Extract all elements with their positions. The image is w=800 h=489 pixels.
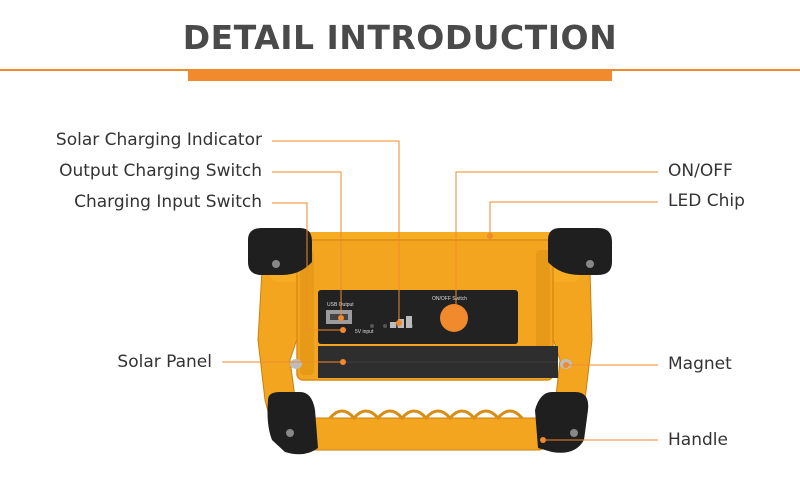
label-led-chip: LED Chip: [668, 191, 745, 211]
label-solar-charging-indicator: Solar Charging Indicator: [55, 130, 262, 150]
label-charging-input-switch: Charging Input Switch: [74, 192, 262, 212]
top-bumpers: [248, 228, 612, 275]
label-handle: Handle: [668, 430, 728, 450]
callout-lines: [222, 140, 658, 441]
switch-label: ON/OFF Switch: [432, 296, 467, 302]
label-output-charging-switch: Output Charging Switch: [59, 161, 262, 181]
input-label: 5V input: [355, 329, 374, 335]
label-on-off: ON/OFF: [668, 161, 733, 181]
label-solar-panel: Solar Panel: [117, 352, 212, 372]
page-title: DETAIL INTRODUCTION: [182, 18, 618, 57]
bottom-bumpers: [267, 392, 589, 455]
callout-dots: [338, 233, 569, 443]
label-magnet: Magnet: [668, 354, 732, 374]
title-rule-thick: [188, 69, 612, 81]
control-panel: USB Output 5V input ON/OFF Switch: [318, 290, 558, 378]
